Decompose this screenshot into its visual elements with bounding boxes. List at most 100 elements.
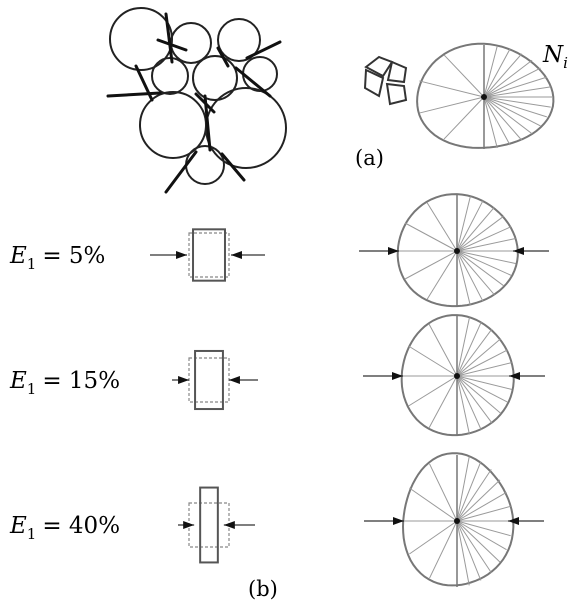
rose-outline [416,42,555,149]
rose-spoke [456,250,484,302]
rose-spoke [456,328,493,377]
particle [170,22,212,64]
strain-label: E1= 15% [9,368,120,398]
loading-row: E1= 5% [9,193,549,308]
particle [205,87,287,169]
rose-load-right-head [513,247,524,255]
loading-rows: E1= 5% E1= 15% E1= 40% [9,193,549,587]
rose-spoke [483,45,498,98]
rose-spoke [456,520,501,563]
rose-spoke [409,520,458,555]
rose-spoke [426,250,458,300]
load-arrow-left-head [178,376,190,384]
rose-spoke [456,321,482,377]
particle-packing [109,7,287,185]
rose-spoke [483,96,541,127]
rose-spoke [456,238,516,252]
rose-spoke [456,456,470,522]
rose-spoke [409,487,458,522]
load-arrow-right-head [228,376,240,384]
specimen-deformed [199,486,219,564]
rose-spoke [483,96,551,108]
rose-spoke [456,520,470,586]
rose-spoke [483,96,533,135]
rose-spoke [456,479,501,522]
rose-spoke [456,520,507,551]
specimen-deformed [192,228,226,282]
particle [151,57,189,95]
rose-spoke [456,226,512,252]
rose-load-left-head [388,247,399,255]
rose-spoke [456,250,505,287]
strain-label: E1= 5% [9,243,105,273]
rose-spoke [483,86,551,98]
rose-center [454,248,460,254]
rose-spoke [456,520,492,573]
rose-spoke [428,323,458,377]
rose-spoke [429,520,458,579]
rose-spoke [456,375,493,424]
rose-spoke [443,96,485,140]
strain-label: E1= 40% [9,513,120,543]
rose-spoke [419,96,485,114]
rose-spoke [456,250,512,276]
specimen-initial [188,232,230,278]
rose-spoke [456,375,512,390]
rose-spoke [456,375,508,403]
loading-row: E1= 40% [9,452,544,587]
rose-spoke [456,520,482,581]
rose-spoke [443,54,485,98]
rose-spoke [404,222,458,252]
rose-spoke [456,505,511,522]
rose-center [481,94,487,100]
loading-row: E1= 15% [9,314,545,437]
rose-spoke [483,96,547,118]
rose-spoke [456,200,484,252]
particle [192,55,238,101]
load-arrow-left-head [176,251,188,259]
particle [185,145,225,185]
specimen-initial [188,502,230,548]
rose-label: Ni [542,42,568,72]
rose-load-right-head [508,517,519,525]
rose-spoke [456,206,495,252]
rose-spoke [456,250,471,306]
rose-spoke [456,461,482,522]
rose-spoke [456,375,502,414]
rose-spoke [456,250,516,264]
rose-spoke [456,317,470,377]
rose-spoke [456,520,511,537]
contact-orientation-rose-a [416,42,555,149]
rose-center [454,518,460,524]
rose-load-right-head [509,372,520,380]
rose-spoke [483,96,498,149]
particle [109,7,173,71]
rose-load-left-head [392,372,403,380]
rose-spoke [456,250,495,296]
particle-cluster-icon [363,55,408,106]
rose-spoke [408,375,458,407]
rose-spoke [456,215,505,252]
rose-spoke [483,96,511,146]
load-arrow-left-head [183,521,195,529]
rose-load-left-head [393,517,404,525]
rose-spoke [419,80,485,98]
rose-spoke [456,375,470,435]
specimen-deformed [194,349,224,411]
rose-spoke [404,250,458,280]
rose-spoke [408,345,458,377]
rose-spoke [456,338,502,377]
rose-spoke [456,491,507,522]
rose-spoke [483,59,533,98]
rose-spoke [428,375,458,429]
rose-spoke [456,375,482,431]
rose-spoke [426,202,458,252]
rose-spoke [483,48,511,98]
rose-spoke [456,349,508,377]
rose-spoke [483,67,541,98]
rose-center [454,373,460,379]
rose-spoke [456,362,512,377]
rose-spoke [483,96,523,141]
rose-spoke [429,463,458,522]
